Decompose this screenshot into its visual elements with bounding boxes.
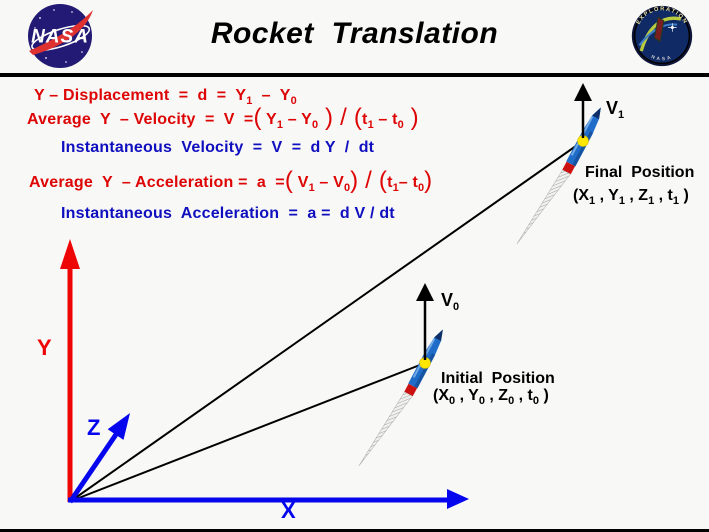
v0-arrowhead bbox=[416, 283, 434, 301]
badge-star-glint bbox=[668, 23, 677, 32]
y-axis-arrowhead bbox=[60, 239, 80, 269]
sight-line-initial bbox=[70, 362, 426, 502]
nasa-logo-stars bbox=[33, 9, 85, 63]
x-axis-arrowhead bbox=[447, 489, 469, 509]
x-axis bbox=[68, 489, 469, 509]
initial-position-coords: (X0 , Y0 , Z0 , t0 ) bbox=[433, 387, 549, 407]
y-axis bbox=[60, 239, 80, 502]
x-axis-label: X bbox=[281, 498, 296, 523]
v0-arrow bbox=[416, 283, 434, 360]
equation-instantaneous-acceleration: Instantaneous Acceleration = a = d V / d… bbox=[61, 205, 395, 222]
sight-line-final bbox=[70, 140, 584, 502]
initial-position-title: Initial Position bbox=[441, 370, 555, 387]
z-axis-label: Z bbox=[87, 415, 101, 440]
v1-label: V1 bbox=[606, 98, 625, 122]
equation-average-velocity: Average Y – Velocity = V =( Y1 – Y0 ) / … bbox=[27, 104, 419, 132]
v1-arrowhead bbox=[574, 83, 592, 101]
exploration-badge-icon: EXPLORATION NASA bbox=[631, 5, 693, 67]
bottom-border bbox=[0, 529, 709, 532]
badge-globe bbox=[633, 7, 691, 65]
badge-rocket-mark bbox=[653, 16, 665, 43]
nasa-logo-orbit bbox=[31, 24, 91, 52]
final-position-title: Final Position bbox=[585, 164, 695, 181]
equation-average-acceleration: Average Y – Acceleration = a =( V1 – V0)… bbox=[29, 167, 433, 195]
z-axis-arrowhead bbox=[107, 413, 130, 440]
page-title: Rocket Translation bbox=[210, 17, 499, 50]
nasa-logo-swoosh bbox=[29, 10, 93, 55]
z-axis bbox=[67, 413, 130, 504]
nasa-logo-icon: NASA bbox=[28, 4, 93, 68]
v0-label: V0 bbox=[441, 290, 460, 314]
v1-arrow bbox=[574, 83, 592, 138]
badge-bottom-text: NASA bbox=[651, 54, 671, 61]
nasa-logo-text: NASA bbox=[31, 27, 89, 48]
svg-text:NASA: NASA bbox=[651, 54, 674, 61]
equation-displacement: Y – Displacement = d = Y1 – Y0 bbox=[34, 87, 297, 107]
equation-instantaneous-velocity: Instantaneous Velocity = V = d Y / dt bbox=[61, 139, 375, 156]
final-position-coords: (X1 , Y1 , Z1 , t1 ) bbox=[573, 187, 689, 207]
header-divider bbox=[0, 73, 709, 77]
y-axis-label: Y bbox=[37, 335, 52, 360]
